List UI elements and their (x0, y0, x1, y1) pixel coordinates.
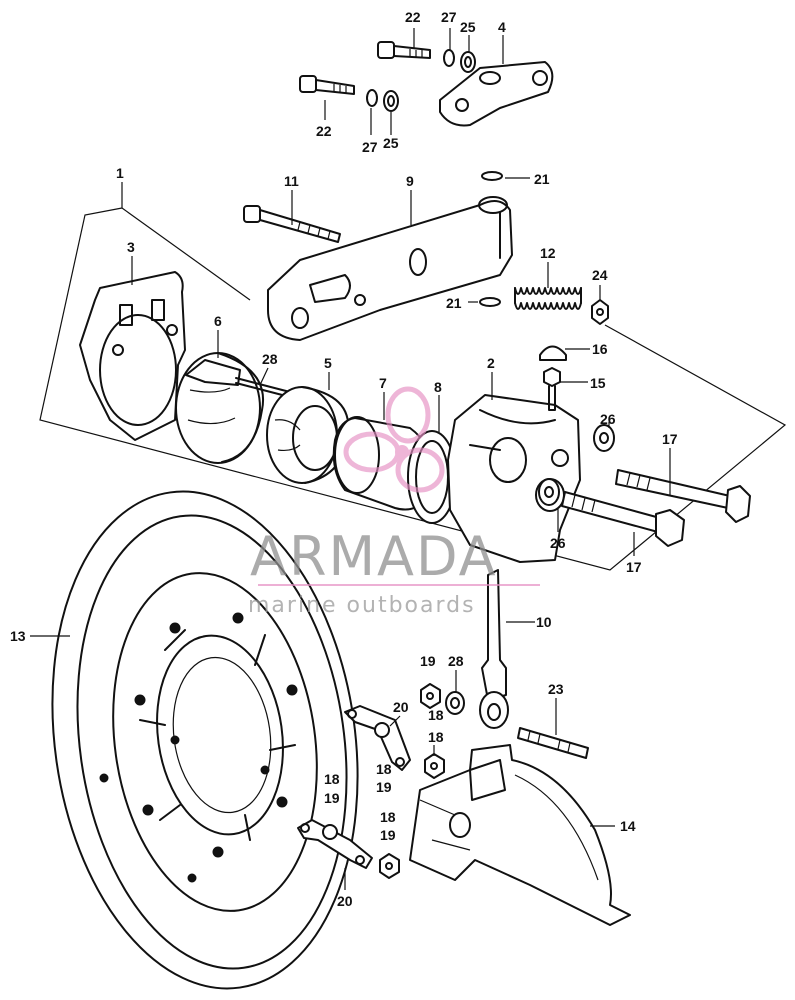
caliper-bolt-upper (615, 469, 751, 523)
washer-28 (445, 691, 465, 715)
callout-18: 18 (376, 761, 392, 777)
piston-ring (407, 430, 457, 524)
callout-27: 27 (362, 139, 378, 155)
callout-9: 9 (406, 173, 414, 189)
callout-18: 18 (380, 809, 396, 825)
callout-23: 23 (548, 681, 564, 697)
callout-28: 28 (448, 653, 464, 669)
nut-19-top (420, 683, 441, 709)
callout-7: 7 (379, 375, 387, 391)
callout-20: 20 (337, 893, 353, 909)
leader-lines (30, 28, 671, 890)
nut-18-middle (424, 753, 445, 779)
callout-20: 20 (393, 699, 409, 715)
callout-21: 21 (534, 171, 550, 187)
stud (517, 727, 589, 759)
callout-12: 12 (540, 245, 556, 261)
armada-logo-watermark (343, 386, 445, 493)
pivot-shaft (479, 569, 509, 729)
callout-24: 24 (592, 267, 608, 283)
callout-2: 2 (487, 355, 495, 371)
splash-guard (409, 744, 631, 926)
callout-11: 11 (284, 173, 299, 189)
nut-18-lower (379, 853, 400, 879)
callout-19: 19 (376, 779, 392, 795)
callout-18: 18 (428, 729, 444, 745)
callout-18: 18 (324, 771, 340, 787)
callout-15: 15 (590, 375, 606, 391)
pad-pin (235, 377, 291, 398)
bracket-20-lower (297, 819, 373, 869)
brake-disc (51, 490, 359, 990)
callout-22: 22 (405, 9, 421, 25)
callout-21: 21 (446, 295, 462, 311)
spring-nut (591, 299, 609, 325)
spring (514, 287, 582, 310)
callout-25: 25 (383, 135, 399, 151)
caliper-bolt-lower (561, 491, 685, 547)
watermark-title: ARMADA (250, 525, 498, 588)
callout-19: 19 (420, 653, 436, 669)
washer-21-bottom (479, 297, 501, 307)
caliper-arm (267, 196, 513, 341)
pivot-bolt (243, 205, 341, 243)
callout-17: 17 (626, 559, 642, 575)
callout-16: 16 (592, 341, 608, 357)
upper-bolt-b (299, 75, 355, 95)
brake-pad (175, 352, 264, 464)
callout-8: 8 (434, 379, 442, 395)
callout-26: 26 (600, 411, 616, 427)
callout-19: 19 (380, 827, 396, 843)
upper-washers-a (443, 49, 476, 73)
callout-5: 5 (324, 355, 332, 371)
washer-26-upper (593, 424, 615, 452)
callout-17: 17 (662, 431, 678, 447)
callout-22: 22 (316, 123, 332, 139)
upper-bolt-a (377, 41, 431, 59)
callout-4: 4 (498, 19, 506, 35)
callout-18: 18 (428, 707, 444, 723)
upper-washers-b (366, 89, 399, 112)
bleeder-cap (539, 345, 567, 361)
callout-28: 28 (262, 351, 278, 367)
upper-bracket (439, 61, 554, 127)
callout-13: 13 (10, 628, 26, 644)
caliper-body (447, 394, 581, 563)
callout-10: 10 (536, 614, 552, 630)
assembly-outline (39, 207, 787, 571)
callout-19: 19 (324, 790, 340, 806)
callout-26: 26 (550, 535, 566, 551)
callouts: 22 27 25 4 22 27 25 21 1 11 9 3 12 24 21… (10, 9, 678, 909)
callout-27: 27 (441, 9, 457, 25)
watermark-subtitle: marine outboards (248, 593, 476, 618)
callout-3: 3 (127, 239, 135, 255)
callout-14: 14 (620, 818, 636, 834)
washer-21-top (481, 171, 503, 181)
callout-1: 1 (116, 165, 124, 181)
pad-backing-plate (79, 271, 186, 441)
callout-6: 6 (214, 313, 222, 329)
washer-26-lower (538, 478, 560, 506)
callout-25: 25 (460, 19, 476, 35)
